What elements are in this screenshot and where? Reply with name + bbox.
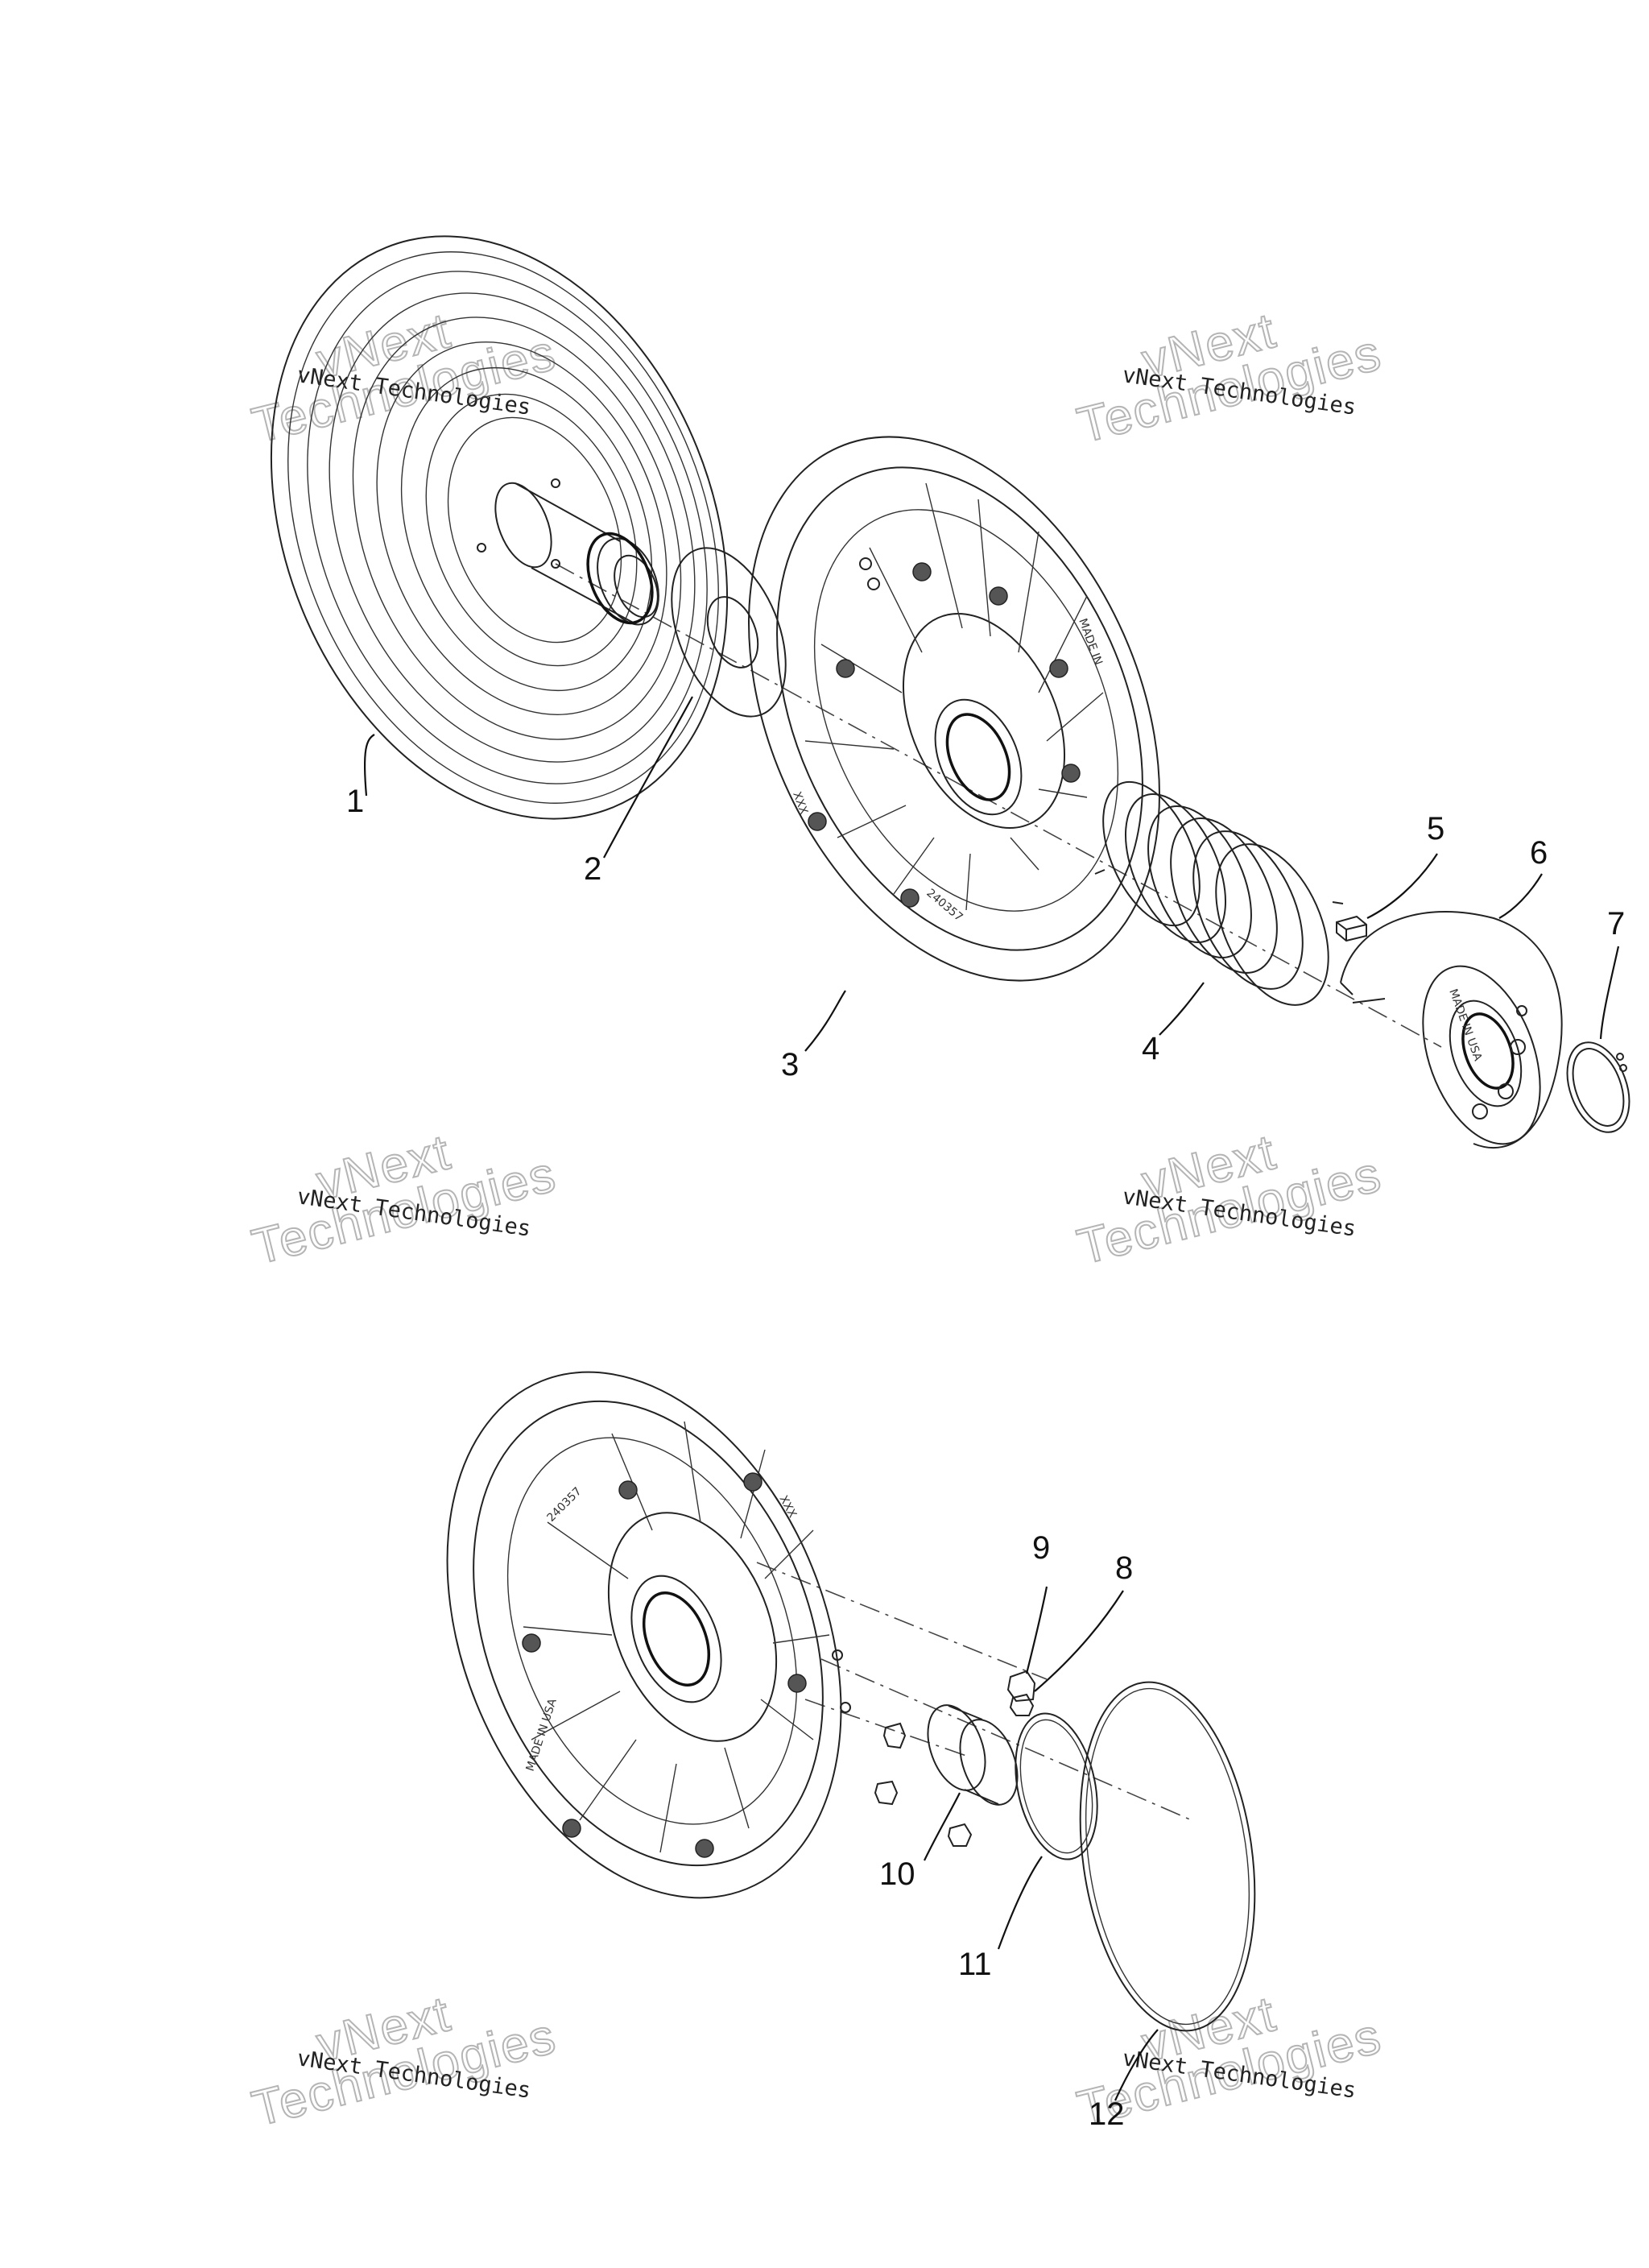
callout-10: 10 [879, 1856, 915, 1892]
callout-9: 9 [1032, 1530, 1050, 1566]
part-8-pin [1009, 1693, 1035, 1716]
watermark-bottom-left: vNext Technologies vNext Technologies [246, 1985, 563, 2138]
callout-4: 4 [1142, 1031, 1159, 1066]
part-10-bushing [927, 1704, 1019, 1806]
part-12-large-ring [1079, 1681, 1256, 2032]
part-3-movable-sheave: XXX 240357 MADE IN [748, 436, 1160, 982]
svg-text:240357: 240357 [545, 1485, 585, 1525]
lower-axis-line-1 [756, 1562, 1048, 1680]
watermark-mid-right: vNext Technologies vNext Technologies [1072, 1124, 1388, 1277]
callout-6: 6 [1530, 835, 1548, 871]
watermark-mid-left: vNext Technologies vNext Technologies [246, 1124, 563, 1277]
part-11-snap-ring [1015, 1712, 1098, 1860]
callout-12: 12 [1089, 2096, 1125, 2132]
callout-2: 2 [584, 851, 601, 887]
lower-small-rollers [874, 1722, 973, 1847]
part-1-fixed-sheave [270, 235, 729, 820]
upper-axis-line [555, 563, 1442, 1048]
watermark-top-right: vNext Technologies vNext Technologies [1072, 302, 1388, 455]
part-5-button [1336, 915, 1367, 942]
callout-11: 11 [958, 1947, 992, 1982]
svg-text:MADE IN: MADE IN [1076, 617, 1105, 667]
callout-1: 1 [346, 784, 364, 819]
svg-text:XXX: XXX [790, 790, 810, 817]
callout-3: 3 [781, 1047, 799, 1082]
svg-text:240357: 240357 [924, 887, 965, 925]
part-4-spring [1094, 780, 1344, 1006]
watermark-top-left: vNext Technologies vNext Technologies [246, 302, 563, 455]
callout-5: 5 [1427, 811, 1444, 846]
callout-7: 7 [1607, 906, 1625, 942]
part-2-washer [671, 547, 787, 718]
part-7-retaining-ring [1566, 1041, 1630, 1133]
svg-text:XXX: XXX [776, 1493, 799, 1520]
callout-8: 8 [1115, 1550, 1133, 1586]
leader-lines [363, 696, 1620, 2101]
lower-sheave-rear: 240357 XXX MADE IN USA [446, 1371, 851, 1899]
part-6-cover: MADE IN USA [1340, 910, 1563, 1148]
